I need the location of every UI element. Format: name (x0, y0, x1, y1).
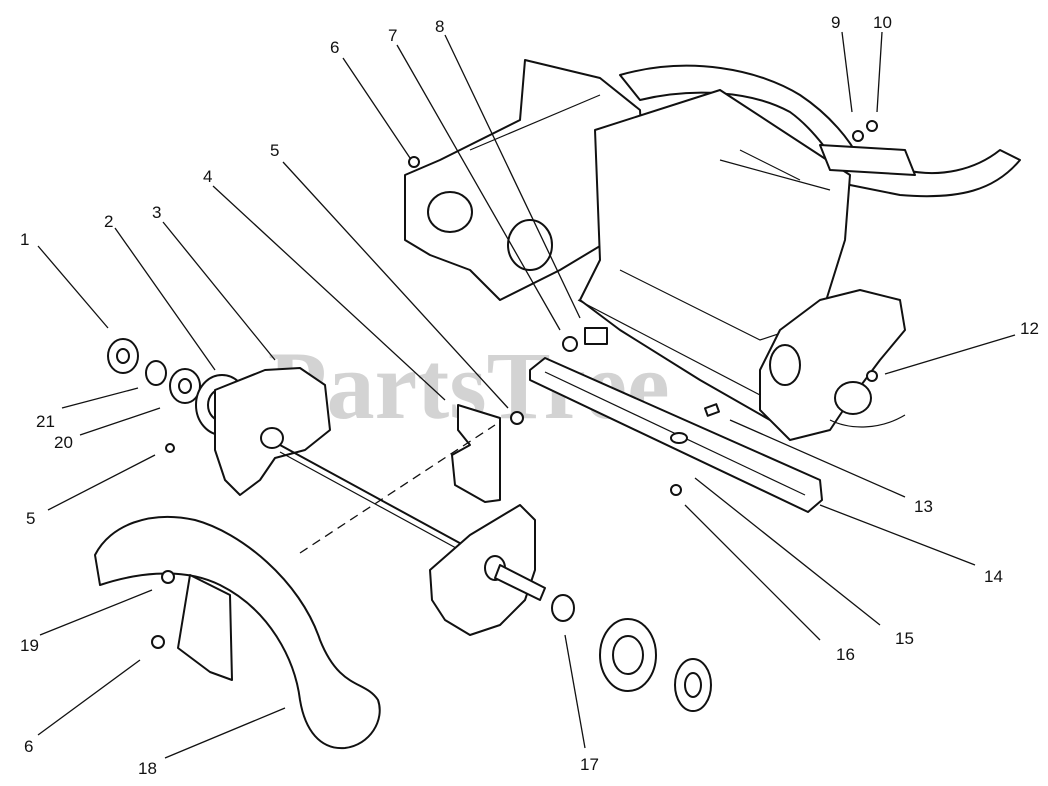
callout-5-lower: 5 (26, 509, 35, 528)
callout-15: 15 (895, 629, 914, 648)
callout-12: 12 (1020, 319, 1039, 338)
nut-5-upper (510, 411, 524, 425)
nut-10 (866, 120, 878, 132)
right-plate-bearing (834, 381, 872, 415)
auger-housing (404, 59, 1021, 441)
side-plate-hole (427, 191, 473, 233)
skid-shoe-18 (94, 516, 381, 750)
callout-4: 4 (203, 167, 212, 186)
callout-2: 2 (104, 212, 113, 231)
callout-5-upper: 5 (270, 141, 279, 160)
callout-6-upper: 6 (330, 38, 339, 57)
square-neck (584, 327, 608, 345)
callout-7: 7 (388, 26, 397, 45)
leader-lines (37, 31, 1016, 759)
bolt-6-lower (151, 635, 165, 649)
right-plate-hole (769, 344, 801, 386)
callout-1: 1 (20, 230, 29, 249)
callout-18: 18 (138, 759, 157, 778)
bracket-4 (451, 404, 524, 503)
impeller-shaft-assembly (214, 367, 546, 636)
callout-6-lower: 6 (24, 737, 33, 756)
bolt-12 (866, 370, 878, 382)
skid-bracket (177, 574, 233, 681)
callout-13: 13 (914, 497, 933, 516)
callout-16: 16 (836, 645, 855, 664)
scraper-slot (703, 403, 721, 417)
callout-10: 10 (873, 13, 892, 32)
callout-9: 9 (831, 13, 840, 32)
callout-8: 8 (435, 17, 444, 36)
bolt-6-upper (408, 156, 420, 168)
callout-14: 14 (984, 567, 1003, 586)
callout-17: 17 (580, 755, 599, 774)
bushing-17 (551, 594, 575, 622)
nut-5-lower (165, 443, 175, 453)
bolt-head (562, 336, 578, 352)
callout-3: 3 (152, 203, 161, 222)
washer-9 (852, 130, 864, 142)
carriage-bolt-7-8 (562, 327, 608, 352)
bolt-19 (161, 570, 175, 584)
callout-labels: 1 2 3 4 5 5 6 6 7 8 9 10 12 13 14 15 16 … (20, 13, 1039, 778)
bearing-17-assembly (551, 594, 712, 712)
callout-19: 19 (20, 636, 39, 655)
alignment-line (299, 424, 496, 554)
callout-20: 20 (54, 433, 73, 452)
washer-and-bolt-15-16 (670, 432, 688, 496)
callout-21: 21 (36, 412, 55, 431)
nut-21 (145, 360, 167, 386)
